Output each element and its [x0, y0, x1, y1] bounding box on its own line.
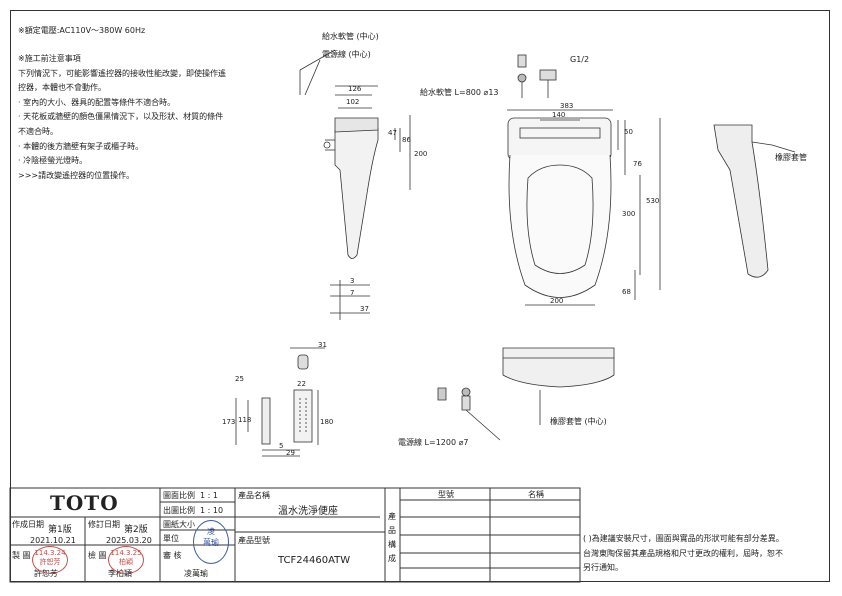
label-water-pipe: 給水軟管 (中心) — [322, 31, 379, 41]
notes-line: · 室內的大小、器具的配置等條件不適合時。 — [18, 97, 176, 107]
dim-300: 300 — [622, 210, 635, 218]
size-label: 圖紙大小 — [163, 520, 195, 529]
dimension-labels: 126 102 47 86 200 3 7 37 383 140 50 76 3… — [222, 85, 659, 457]
components-label: 產品構成 — [388, 512, 396, 563]
brand-logo: TOTO — [50, 491, 119, 515]
dim-126: 126 — [348, 85, 362, 93]
dim-383: 383 — [560, 102, 573, 110]
date-1: 2021.10.21 — [30, 536, 76, 545]
remote-views — [235, 347, 325, 457]
notes-line: >>>請改變遙控器的位置操作。 — [18, 170, 135, 180]
callout-labels: 給水軟管 (中心) 電源線 (中心) 給水軟管 L=800 ⌀13 G1/2 橡… — [322, 31, 807, 447]
reviewer-stamp: 凌萬瑜 — [193, 520, 229, 564]
label-power-cord-length: 電源線 L=1200 ⌀7 — [398, 437, 469, 447]
print-scale-value: 1 : 10 — [200, 506, 224, 515]
review-label: 審 核 — [163, 551, 182, 560]
profile-view — [713, 124, 796, 278]
col-model: 型號 — [438, 490, 454, 499]
label-rubber-sleeve-center: 橡膠套管 (中心) — [550, 416, 607, 426]
print-scale-label: 出圖比例 — [163, 506, 195, 515]
top-view — [507, 54, 661, 306]
reviewer-name: 凌萬瑜 — [184, 569, 208, 578]
label-power-cord: 電源線 (中心) — [322, 49, 371, 59]
dim-102: 102 — [346, 98, 359, 106]
date-2: 2025.03.20 — [106, 536, 152, 545]
notes-title: ※施工前注意事項 — [18, 54, 81, 63]
product-name-label: 產品名稱 — [238, 491, 270, 500]
col-name: 名稱 — [528, 490, 544, 499]
dim-200-top: 200 — [550, 297, 563, 305]
disclaimer-line: 台灣東陶保留其產品規格和尺寸更改的權利，屆時，恕不 — [583, 548, 783, 558]
disclaimer: ( )為建議安裝尺寸，圖面與實品的形狀可能有部分差異。 台灣東陶保留其產品規格和… — [583, 532, 784, 576]
created-label: 作成日期 — [12, 520, 44, 529]
dim-47: 47 — [388, 129, 397, 137]
dim-7: 7 — [350, 289, 354, 297]
scale-value: 1 : 1 — [200, 491, 218, 500]
title-block-grid — [9, 487, 581, 583]
disclaimer-line: ( )為建議安裝尺寸，圖面與實品的形狀可能有部分差異。 — [583, 534, 784, 543]
edition-1: 第1版 — [48, 525, 72, 535]
edition-2: 第2版 — [124, 525, 148, 535]
dim-25: 25 — [235, 375, 244, 383]
scale-label: 圖面比例 — [163, 491, 195, 500]
dim-140: 140 — [552, 111, 565, 119]
dim-50: 50 — [624, 128, 633, 136]
revised-label: 修訂日期 — [88, 520, 120, 529]
dim-68: 68 — [622, 288, 631, 296]
checker-name: 李柏穎 — [108, 569, 132, 578]
label-g12: G1/2 — [570, 55, 589, 64]
dim-118: 118 — [238, 416, 251, 424]
product-model-label: 產品型號 — [238, 536, 270, 545]
dim-3: 3 — [350, 277, 354, 285]
dim-86: 86 — [402, 136, 411, 144]
dim-5: 5 — [279, 442, 283, 450]
product-model: TCF24460ATW — [278, 555, 351, 566]
label-water-hose: 給水軟管 L=800 ⌀13 — [420, 87, 499, 97]
side-view — [299, 49, 411, 320]
dim-530: 530 — [646, 197, 659, 205]
dim-29: 29 — [286, 449, 295, 457]
dim-37: 37 — [360, 305, 369, 313]
dim-76: 76 — [633, 160, 642, 168]
check-label: 檢 圖 — [88, 551, 107, 560]
notes-line: · 天花板或牆壁的顏色僵黑情況下，以及形狀、材質的條件 — [18, 112, 224, 122]
install-notes: ※施工前注意事項 下列情況下，可能影響遙控器的接收性能改變，即使操作遙 控器，本… — [18, 52, 226, 183]
notes-line: · 冷陰極螢光燈時。 — [18, 156, 88, 166]
label-rubber-sleeve: 橡膠套管 — [775, 152, 807, 162]
rated-voltage: ※額定電壓:AC110V～380W 60Hz — [18, 26, 146, 35]
front-view — [437, 347, 615, 441]
dim-173: 173 — [222, 418, 235, 426]
maker-label: 製 圖 — [12, 551, 31, 560]
dim-22: 22 — [297, 380, 306, 388]
product-name: 溫水洗淨便座 — [278, 506, 338, 517]
notes-line: 控器，本體也不會動作。 — [18, 83, 106, 93]
dim-31: 31 — [318, 341, 327, 349]
notes-line: 下列情況下，可能影響遙控器的接收性能改變，即使操作遙 — [18, 68, 226, 78]
dim-200: 200 — [414, 150, 427, 158]
notes-line: 不適合時。 — [18, 126, 58, 136]
dim-180: 180 — [320, 418, 333, 426]
unit-label: 單位 — [163, 534, 179, 543]
disclaimer-line: 另行通知。 — [583, 563, 623, 572]
notes-line: · 本體的後方牆壁有架子或櫃子時。 — [18, 141, 144, 151]
